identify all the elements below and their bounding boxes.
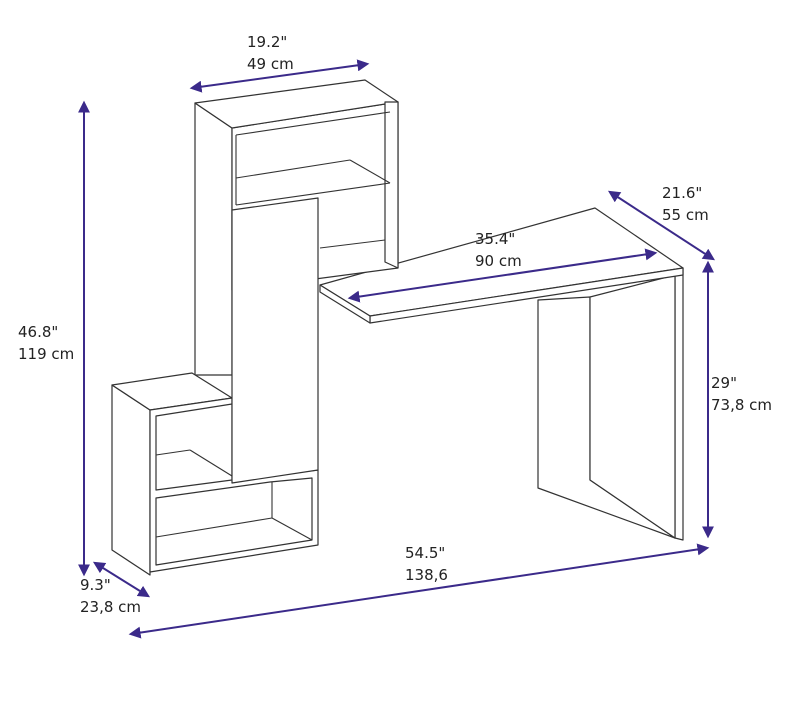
label-desk-height: 29" 73,8 cm <box>711 372 772 416</box>
arrow-desk-width <box>347 248 658 303</box>
dimension-arrows <box>78 59 716 639</box>
cm-value: 55 cm <box>662 206 709 224</box>
inch-value: 19.2" <box>247 33 288 51</box>
cm-value: 49 cm <box>247 55 294 73</box>
label-total-width: 54.5" 138,6 <box>405 542 448 586</box>
inch-value: 29" <box>711 374 737 392</box>
label-unit-depth: 9.3" 23,8 cm <box>80 574 141 618</box>
inch-value: 21.6" <box>662 184 703 202</box>
inch-value: 9.3" <box>80 576 111 594</box>
cm-value: 23,8 cm <box>80 598 142 616</box>
arrow-unit-depth <box>92 561 151 598</box>
cm-value: 90 cm <box>475 252 522 270</box>
inch-value: 54.5" <box>405 544 446 562</box>
inch-value: 46.8" <box>18 323 59 341</box>
arrow-desk-depth <box>607 190 716 261</box>
cabinet-door <box>231 197 319 484</box>
inch-value: 35.4" <box>475 230 516 248</box>
arrow-total-width <box>128 543 710 639</box>
arrow-top-width <box>189 59 370 93</box>
cm-value: 73,8 cm <box>711 396 773 414</box>
label-desk-depth: 21.6" 55 cm <box>662 182 709 226</box>
label-desk-width: 35.4" 90 cm <box>475 228 522 272</box>
label-top-width: 19.2" 49 cm <box>247 31 294 75</box>
shelf-tower <box>111 79 399 576</box>
label-total-height: 46.8" 119 cm <box>18 321 74 365</box>
cm-value: 119 cm <box>18 345 75 363</box>
cm-value: 138,6 <box>405 566 448 584</box>
